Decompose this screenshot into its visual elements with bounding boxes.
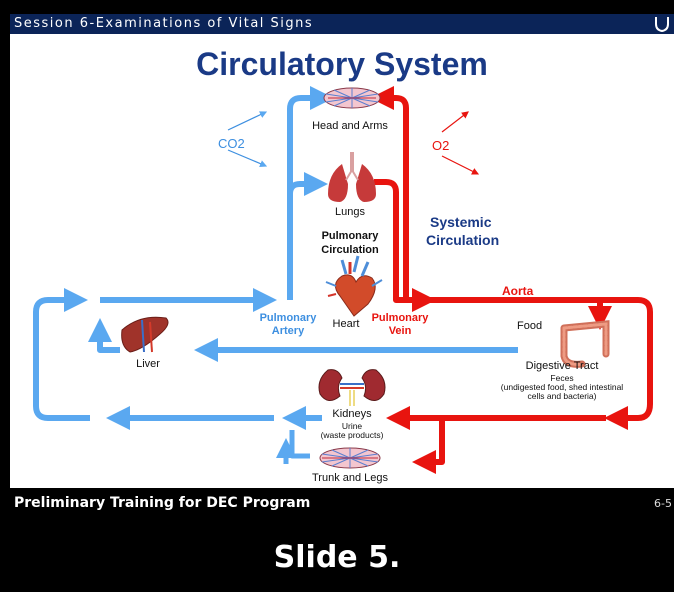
digestive-tract-label: Digestive Tract: [525, 360, 599, 372]
systemic-label-line1: Systemic: [430, 214, 492, 230]
trunk-legs-capillary-icon: [319, 447, 381, 469]
feces-label: Feces: [550, 373, 574, 383]
deoxygenated-flow: [33, 86, 518, 459]
trunk-legs-label: Trunk and Legs: [311, 472, 389, 484]
liver-label: Liver: [136, 358, 160, 370]
lungs-label: Lungs: [335, 206, 365, 218]
pulmonary-artery-label-line1: Pulmonary: [259, 312, 317, 324]
heart-label: Heart: [332, 318, 360, 330]
lungs-icon: [328, 152, 376, 202]
pulmonary-vein-label-line1: Pulmonary: [371, 312, 429, 324]
shield-logo-icon: [655, 17, 669, 33]
co2-label: CO2: [218, 136, 245, 151]
kidneys-label: Kidneys: [332, 408, 372, 420]
o2-label: O2: [432, 138, 450, 153]
digestive-tract-icon: [560, 320, 610, 368]
session-title: Session 6-Examinations of Vital Signs: [14, 16, 314, 31]
liver-icon: [121, 316, 169, 353]
co2-arrows: [227, 111, 268, 167]
urine-detail-label: (waste products): [320, 430, 384, 440]
pulmonary-vein-label-line2: Vein: [388, 325, 412, 337]
kidneys-icon: [318, 369, 386, 406]
page-number: 6-5: [654, 497, 672, 510]
aorta-label: Aorta: [502, 284, 534, 298]
head-arms-capillary-icon: [323, 87, 381, 109]
heart-icon: [325, 255, 383, 317]
slide-title: Circulatory System: [196, 46, 488, 82]
o2-arrows: [441, 111, 480, 175]
systemic-label-line2: Circulation: [426, 232, 500, 248]
program-title: Preliminary Training for DEC Program: [14, 495, 311, 511]
circulation-diagram: [33, 86, 653, 474]
oxygenated-flow: [370, 86, 653, 474]
food-label: Food: [517, 320, 543, 332]
feces-detail-line2: cells and bacteria): [527, 391, 597, 401]
slide-footer: Preliminary Training for DEC Program 6-5: [10, 488, 674, 518]
pulmonary-circulation-label-line1: Pulmonary: [321, 230, 379, 242]
urine-label: Urine: [341, 421, 363, 431]
head-arms-label: Head and Arms: [312, 120, 388, 132]
pulmonary-artery-label-line2: Artery: [271, 325, 305, 337]
slide-caption: Slide 5.: [273, 540, 401, 575]
feces-detail-line1: (undigested food, shed intestinal: [500, 382, 624, 392]
pulmonary-circulation-label-line2: Circulation: [321, 244, 379, 256]
slide-canvas: Circulatory System Head and Arms CO2 O2 …: [10, 34, 674, 488]
slide-header-bar: Session 6-Examinations of Vital Signs: [10, 14, 674, 34]
